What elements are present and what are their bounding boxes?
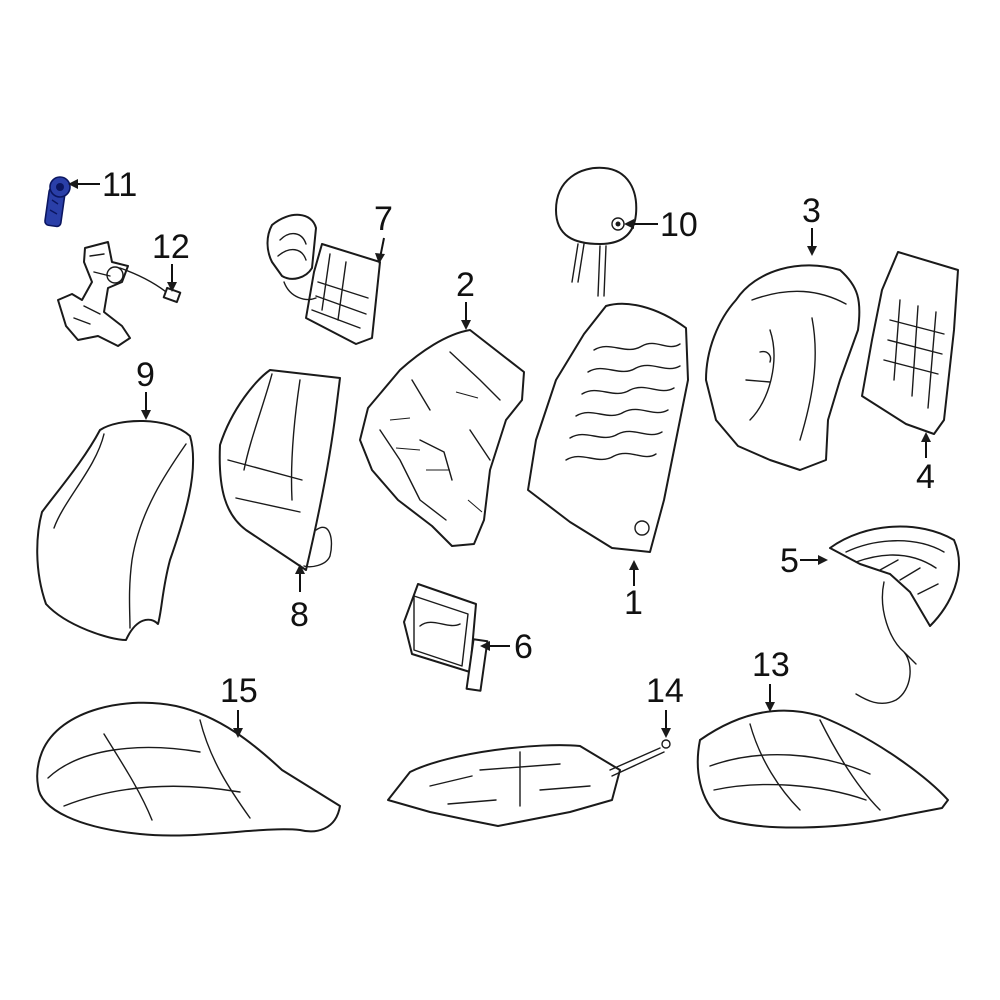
callout-14: 14 xyxy=(646,672,684,738)
part-6-module[interactable] xyxy=(403,583,489,692)
callout-13: 13 xyxy=(752,646,790,712)
callout-1-label: 1 xyxy=(624,584,643,622)
part-13-cushion[interactable] xyxy=(696,709,949,829)
callout-5: 5 xyxy=(780,542,828,580)
part-14-seat-pan[interactable] xyxy=(387,739,671,827)
callout-13-label: 13 xyxy=(752,646,790,684)
callout-6-label: 6 xyxy=(514,628,533,666)
callout-4: 4 xyxy=(916,432,935,496)
part-7-pad[interactable] xyxy=(266,213,381,345)
callout-1: 1 xyxy=(624,560,643,622)
callout-11: 11 xyxy=(68,166,137,204)
part-8-foam[interactable] xyxy=(218,369,341,571)
callout-11-label: 11 xyxy=(102,166,137,204)
callout-3-label: 3 xyxy=(802,192,821,230)
part-9-back-cover[interactable] xyxy=(36,419,195,641)
callout-9: 9 xyxy=(136,356,155,420)
callout-14-label: 14 xyxy=(646,672,684,710)
part-12-bracket[interactable] xyxy=(57,241,182,347)
part-11-highlighted[interactable] xyxy=(44,176,71,228)
part-10-headrest[interactable] xyxy=(555,166,638,297)
callout-9-label: 9 xyxy=(136,356,155,394)
callout-10: 10 xyxy=(624,206,698,244)
part-1-frame[interactable] xyxy=(527,302,689,553)
callout-6: 6 xyxy=(480,628,533,666)
callout-15-label: 15 xyxy=(220,672,258,710)
callout-7-label: 7 xyxy=(374,200,393,238)
callout-4-label: 4 xyxy=(916,458,935,496)
callout-12-label: 12 xyxy=(152,228,190,266)
callout-10-label: 10 xyxy=(660,206,698,244)
callout-2: 2 xyxy=(456,266,475,330)
part-5-lumbar[interactable] xyxy=(829,525,960,704)
part-3-shell[interactable] xyxy=(705,264,861,471)
callout-8: 8 xyxy=(290,564,309,634)
callout-12: 12 xyxy=(152,228,190,292)
callout-2-label: 2 xyxy=(456,266,475,304)
callout-5-label: 5 xyxy=(780,542,799,580)
part-2-frame[interactable] xyxy=(359,329,525,547)
part-15-cover[interactable] xyxy=(36,701,341,837)
part-4-panel[interactable] xyxy=(861,251,959,435)
callout-3: 3 xyxy=(802,192,821,256)
callout-7: 7 xyxy=(374,200,393,264)
callout-8-label: 8 xyxy=(290,596,309,634)
callout-15: 15 xyxy=(220,672,258,738)
